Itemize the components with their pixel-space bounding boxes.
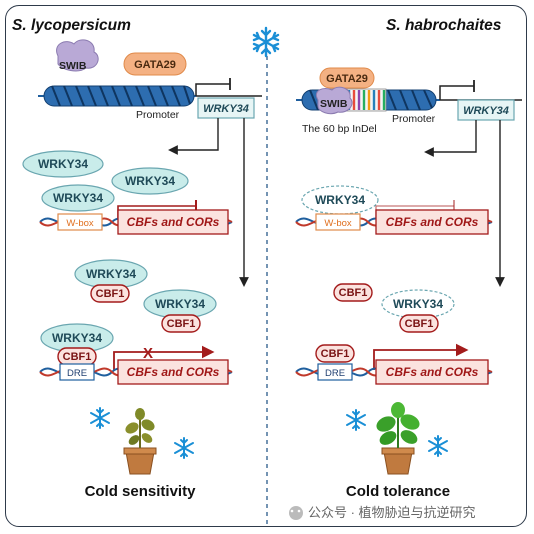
cbfs-cors-label: CBFs and CORs — [386, 365, 479, 379]
w-box-label: W-box — [66, 218, 94, 229]
activation-arrow — [373, 343, 469, 370]
gata29-protein — [123, 52, 187, 76]
wrky34-protein-label: WRKY34 — [315, 193, 365, 207]
cbfs-cors-gene — [117, 209, 229, 235]
blocked-mark: X — [143, 345, 153, 362]
swib-protein — [56, 39, 99, 72]
wrky34-gene-label: WRKY34 — [463, 105, 509, 117]
cbf1-label: CBF1 — [339, 287, 368, 299]
watermark-text: 公众号 · 植物胁迫与抗逆研究 — [308, 505, 476, 520]
chromatin — [38, 85, 196, 107]
wrky34-protein — [41, 184, 115, 212]
cbfs-cors-gene — [117, 359, 229, 385]
promoter-label: Promoter — [392, 113, 436, 125]
wrky34-protein-label: WRKY34 — [86, 267, 136, 281]
cbf1-protein — [315, 344, 355, 363]
translation-arrow — [424, 120, 477, 157]
swib-label: SWIB — [59, 60, 87, 72]
snowflake-icon — [346, 409, 366, 431]
snowflake-icon — [174, 437, 194, 459]
w-box — [57, 213, 103, 231]
gata29-label: GATA29 — [326, 73, 368, 85]
snowflake-icon — [252, 26, 280, 58]
cbfs-cors-label: CBFs and CORs — [127, 365, 220, 379]
dre-element — [317, 363, 353, 381]
cbf1-label: CBF1 — [321, 348, 350, 360]
gata29-protein — [319, 67, 375, 89]
cbfs-cors-gene — [375, 209, 489, 235]
w-box — [315, 213, 361, 231]
cbf1-protein — [90, 284, 130, 303]
wrky34-protein-label: WRKY34 — [125, 174, 175, 188]
cbfs-cors-gene — [375, 359, 489, 385]
gata29-label: GATA29 — [134, 59, 176, 71]
w-box-label: W-box — [324, 218, 352, 229]
dre-element — [59, 363, 95, 381]
cbf1-protein — [333, 283, 373, 302]
wrky34-protein-label: WRKY34 — [393, 297, 443, 311]
cbf1-protein — [399, 314, 439, 333]
wrky34-protein-label: WRKY34 — [53, 191, 103, 205]
left-title: S. lycopersicum — [12, 17, 131, 34]
wrky34-gene — [457, 99, 515, 121]
plant-cold-tolerant — [376, 402, 420, 475]
swib-label: SWIB — [320, 98, 348, 110]
wrky34-protein — [111, 167, 189, 195]
cbfs-cors-label: CBFs and CORs — [386, 215, 479, 229]
cbf1-label: CBF1 — [96, 288, 125, 300]
outcome-left: Cold sensitivity — [85, 483, 197, 500]
snowflake-icon — [90, 407, 110, 429]
cbfs-cors-label: CBFs and CORs — [127, 215, 220, 229]
outcome-right: Cold tolerance — [346, 483, 450, 500]
cbf1-protein — [161, 314, 201, 333]
dre-label: DRE — [67, 368, 87, 379]
wrky34-gene-label: WRKY34 — [203, 103, 249, 115]
watermark: 公众号 · 植物胁迫与抗逆研究 — [289, 505, 476, 520]
plant-cold-sensitive — [123, 408, 157, 475]
promoter-label: Promoter — [136, 109, 180, 121]
translation-arrow — [168, 118, 219, 155]
dre-label: DRE — [325, 368, 345, 379]
swib-protein — [316, 86, 353, 115]
wrky34-gene — [197, 97, 255, 119]
blocked-activation-arrow — [113, 345, 215, 370]
wrky34-protein — [22, 150, 104, 178]
cbf1-label: CBF1 — [167, 318, 196, 330]
cbf1-label: CBF1 — [405, 318, 434, 330]
right-title: S. habrochaites — [386, 17, 502, 34]
indel-label: The 60 bp InDel — [302, 123, 377, 135]
wrky34-protein-label: WRKY34 — [155, 297, 205, 311]
snowflake-icon — [428, 435, 448, 457]
wrky34-protein-label: WRKY34 — [38, 157, 88, 171]
cbf1-label: CBF1 — [63, 351, 92, 363]
wrky34-protein-label: WRKY34 — [52, 331, 102, 345]
